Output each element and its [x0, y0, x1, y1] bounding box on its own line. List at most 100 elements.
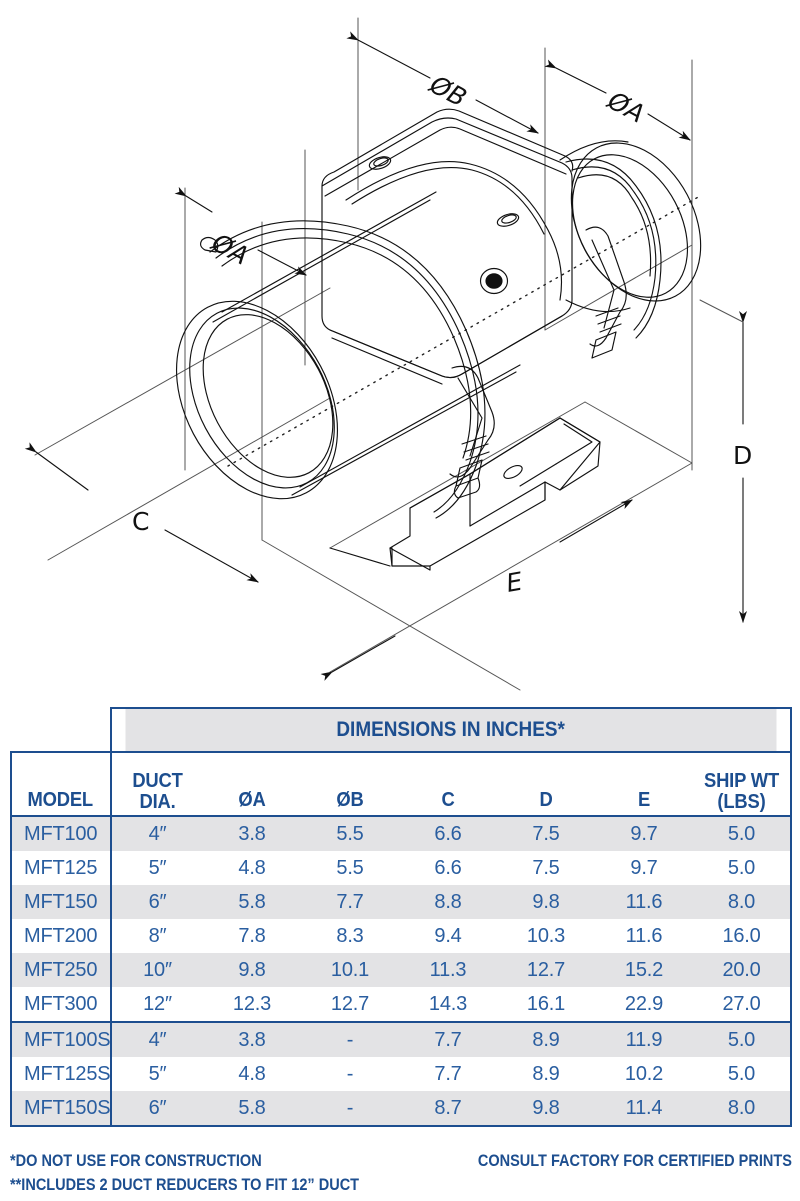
cell-wt: 8.0 — [693, 1091, 793, 1127]
cell-wt: 20.0 — [693, 953, 793, 987]
cell-model: MFT100 — [10, 816, 112, 851]
cell-model: MFT250 — [10, 953, 112, 987]
cell-d: 9.8 — [497, 885, 595, 919]
footnote-row-1: *DO NOT USE FOR CONSTRUCTION CONSULT FAC… — [10, 1150, 792, 1174]
header-model: MODEL — [10, 751, 112, 817]
dim-label-length-e: E — [504, 567, 525, 598]
cell-duct: 6″ — [111, 885, 203, 919]
header-ship-wt: SHIP WT (LBS) — [693, 751, 793, 817]
cell-model: MFT100S — [10, 1021, 112, 1057]
cell-c: 9.4 — [399, 919, 497, 953]
cell-ob: - — [301, 1091, 399, 1127]
footnotes: *DO NOT USE FOR CONSTRUCTION CONSULT FAC… — [10, 1150, 792, 1198]
dim-label-length-c: C — [132, 507, 149, 536]
cell-d: 8.9 — [497, 1021, 595, 1057]
footnote-do-not-use-for-construction: *DO NOT USE FOR CONSTRUCTION — [10, 1152, 262, 1170]
cell-d: 12.7 — [497, 953, 595, 987]
dim-label-diameter-a-left: ØA — [206, 227, 253, 270]
cell-model: MFT300 — [10, 987, 112, 1022]
cell-oa: 4.8 — [203, 1057, 301, 1091]
header-d: D — [497, 751, 595, 817]
header-c-label: C — [441, 789, 455, 811]
cell-model: MFT125S — [10, 1057, 112, 1091]
dim-label-diameter-b: ØB — [424, 69, 471, 112]
header-duct-dia: DUCT DIA. — [111, 751, 203, 817]
header-oa-label: ØA — [238, 789, 266, 811]
cell-duct: 10″ — [111, 953, 203, 987]
cell-d: 10.3 — [497, 919, 595, 953]
cell-model: MFT200 — [10, 919, 112, 953]
header-ob: ØB — [301, 751, 399, 817]
dimensions-table: DIMENSIONS IN INCHES* MODEL DUCT DIA. ØA — [10, 707, 793, 1127]
dimensions-table-container: DIMENSIONS IN INCHES* MODEL DUCT DIA. ØA — [10, 707, 793, 1127]
cell-oa: 5.8 — [203, 885, 301, 919]
cell-d: 7.5 — [497, 816, 595, 851]
cell-wt: 8.0 — [693, 885, 793, 919]
cell-c: 7.7 — [399, 1057, 497, 1091]
cell-duct: 6″ — [111, 1091, 203, 1127]
cell-d: 16.1 — [497, 987, 595, 1022]
cell-wt: 5.0 — [693, 816, 793, 851]
cell-d: 8.9 — [497, 1057, 595, 1091]
cell-duct: 5″ — [111, 1057, 203, 1091]
cell-duct: 5″ — [111, 851, 203, 885]
header-ob-label: ØB — [336, 789, 364, 811]
cell-oa: 7.8 — [203, 919, 301, 953]
cell-oa: 5.8 — [203, 1091, 301, 1127]
cell-ob: - — [301, 1057, 399, 1091]
cell-wt: 5.0 — [693, 851, 793, 885]
fan-isometric-drawing: ØB ØA ØA C D E — [24, 17, 752, 691]
footnote-row-2: **INCLUDES 2 DUCT REDUCERS TO FIT 12” DU… — [10, 1174, 792, 1198]
header-ship-wt-line1: SHIP WT — [703, 770, 780, 793]
cell-duct: 4″ — [111, 1021, 203, 1057]
cell-ob: 5.5 — [301, 816, 399, 851]
cell-ob: 5.5 — [301, 851, 399, 885]
banner-spacer — [11, 708, 111, 752]
header-duct-dia-line1: DUCT — [132, 770, 183, 793]
footnote-consult-factory: CONSULT FACTORY FOR CERTIFIED PRINTS — [477, 1152, 792, 1170]
cell-wt: 5.0 — [693, 1057, 793, 1091]
cell-e: 9.7 — [595, 816, 693, 851]
cell-e: 15.2 — [595, 953, 693, 987]
cell-model: MFT150S — [10, 1091, 112, 1127]
table-banner-row: DIMENSIONS IN INCHES* — [11, 707, 791, 753]
cell-e: 11.6 — [595, 885, 693, 919]
cell-d: 9.8 — [497, 1091, 595, 1127]
technical-drawing-panel: ØB ØA ØA C D E — [24, 17, 752, 691]
cell-model: MFT125 — [10, 851, 112, 885]
header-oa: ØA — [203, 751, 301, 817]
cell-e: 22.9 — [595, 987, 693, 1022]
cell-e: 11.4 — [595, 1091, 693, 1127]
header-duct-dia-line2: DIA. — [139, 790, 176, 813]
cell-e: 10.2 — [595, 1057, 693, 1091]
header-c: C — [399, 751, 497, 817]
cell-duct: 4″ — [111, 816, 203, 851]
cell-oa: 3.8 — [203, 1021, 301, 1057]
cell-model: MFT150 — [10, 885, 112, 919]
cell-oa: 9.8 — [203, 953, 301, 987]
banner-dimensions-in-inches: DIMENSIONS IN INCHES* — [123, 707, 779, 753]
banner-label: DIMENSIONS IN INCHES* — [336, 718, 566, 741]
cell-wt: 27.0 — [693, 987, 793, 1022]
header-e: E — [595, 751, 693, 817]
cell-ob: 12.7 — [301, 987, 399, 1022]
cell-duct: 8″ — [111, 919, 203, 953]
cell-d: 7.5 — [497, 851, 595, 885]
cell-oa: 4.8 — [203, 851, 301, 885]
header-e-label: E — [637, 789, 651, 811]
cell-c: 11.3 — [399, 953, 497, 987]
cell-ob: 7.7 — [301, 885, 399, 919]
cell-c: 6.6 — [399, 816, 497, 851]
cell-e: 9.7 — [595, 851, 693, 885]
cell-ob: 10.1 — [301, 953, 399, 987]
dim-label-diameter-a-right: ØA — [602, 85, 649, 128]
